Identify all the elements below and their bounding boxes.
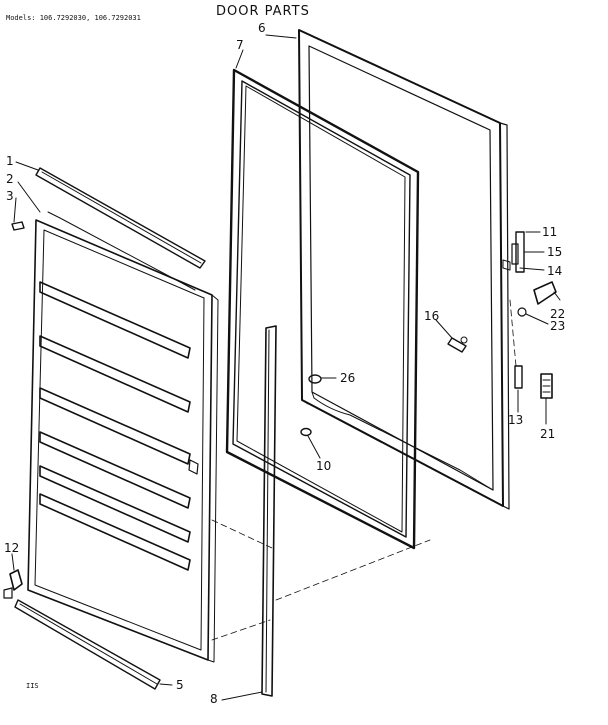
callout-12: 12 xyxy=(4,541,19,555)
hinge-pin-part xyxy=(447,336,468,353)
callout-numbers: 1 2 3 5 6 7 8 10 11 12 13 14 15 16 21 22… xyxy=(4,21,565,706)
callout-8: 8 xyxy=(210,692,218,706)
latch-part xyxy=(514,365,523,389)
handle-part-12 xyxy=(3,569,23,599)
callout-16: 16 xyxy=(424,309,439,323)
callout-13: 13 xyxy=(508,413,523,427)
callout-23: 23 xyxy=(550,319,565,333)
top-strip xyxy=(35,167,206,269)
callout-22: 22 xyxy=(550,307,565,321)
handle-plate xyxy=(517,281,557,317)
door-gasket xyxy=(225,68,420,550)
callout-26: 26 xyxy=(340,371,355,385)
inner-door-liner xyxy=(27,211,219,663)
breaker-strip xyxy=(261,325,277,697)
callout-15: 15 xyxy=(547,245,562,259)
callout-6: 6 xyxy=(258,21,266,35)
plug-button-10 xyxy=(300,427,312,437)
callout-14: 14 xyxy=(547,264,562,278)
leader-lines xyxy=(11,34,561,701)
callout-7: 7 xyxy=(236,38,244,52)
models-label: Models: 106.7292030, 106.7292031 xyxy=(6,14,141,22)
callout-2: 2 xyxy=(6,172,14,186)
hinge-bracket xyxy=(502,231,525,273)
page-title: DOOR PARTS xyxy=(216,4,310,19)
callout-21: 21 xyxy=(540,427,555,441)
footer-code: IIS xyxy=(26,682,39,690)
assembly-lines xyxy=(211,299,517,641)
callout-3: 3 xyxy=(6,189,14,203)
plug-button-26 xyxy=(308,374,322,384)
callout-5: 5 xyxy=(176,678,184,692)
striker-plate xyxy=(540,373,553,399)
callout-10: 10 xyxy=(316,459,331,473)
outer-door-frame xyxy=(298,29,510,510)
callout-11: 11 xyxy=(542,225,557,239)
screw-part-3 xyxy=(11,221,25,231)
callout-1: 1 xyxy=(6,154,14,168)
bottom-strip xyxy=(14,599,161,690)
